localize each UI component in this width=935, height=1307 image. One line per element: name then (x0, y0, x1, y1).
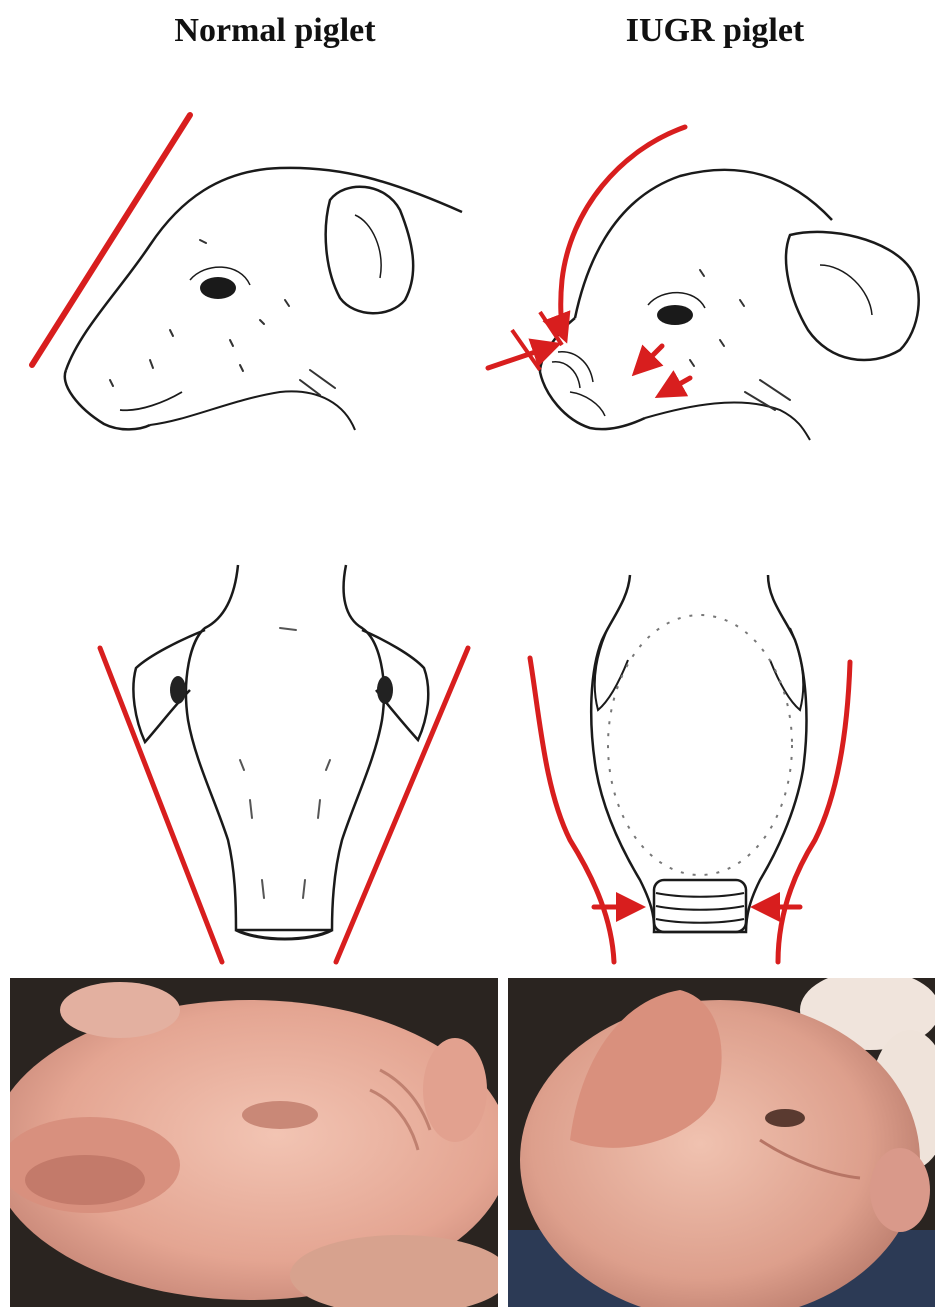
iugr-cheek-arrow-1 (636, 346, 662, 372)
normal-eye (200, 277, 236, 299)
iugr-ear (786, 232, 919, 360)
iugr-skin-marks (690, 270, 790, 410)
normal-profile-line (32, 115, 190, 365)
normal-snout (65, 370, 150, 429)
normal-top-snout-end (236, 930, 332, 939)
normal-piglet-photo (0, 978, 510, 1307)
iugr-top-dome (608, 615, 792, 875)
iugr-top-ear-left (595, 628, 628, 710)
iugr-snout-wrinkles (552, 352, 605, 416)
normal-jaw (150, 391, 355, 430)
normal-top-eye-left (170, 676, 186, 704)
iugr-top-head (591, 575, 806, 932)
iugr-photo-snout (870, 1148, 930, 1232)
iugr-top-curve-left (530, 658, 614, 962)
iugr-piglet-photo (508, 970, 935, 1307)
normal-ear-inner (355, 215, 381, 278)
normal-mouth (120, 392, 182, 410)
iugr-top-view-drawing (530, 575, 850, 962)
iugr-top-snout-wrinkles (656, 893, 744, 923)
normal-top-shading (240, 628, 330, 898)
normal-ear (326, 187, 413, 314)
iugr-ear-inner (820, 265, 872, 315)
iugr-photo-eye (765, 1109, 805, 1127)
normal-photo-eye (242, 1101, 318, 1129)
iugr-jaw (645, 402, 810, 440)
normal-top-line-left (100, 648, 222, 962)
iugr-side-profile-drawing (488, 127, 919, 440)
iugr-top-snout (654, 880, 746, 932)
normal-side-profile-drawing (32, 115, 462, 430)
normal-photo-snout (423, 1038, 487, 1142)
iugr-eye (657, 305, 693, 325)
normal-skin-marks (110, 240, 335, 395)
normal-top-view-drawing (100, 565, 468, 962)
normal-head-outline (66, 168, 462, 370)
normal-top-eye-right (377, 676, 393, 704)
iugr-top-ear-right (770, 628, 803, 710)
iugr-cheek-arrow-2 (660, 378, 690, 395)
iugr-snout-line (488, 345, 556, 368)
iugr-top-curve-right (778, 662, 850, 962)
normal-top-ear-right (362, 630, 428, 740)
normal-top-head (186, 565, 384, 930)
